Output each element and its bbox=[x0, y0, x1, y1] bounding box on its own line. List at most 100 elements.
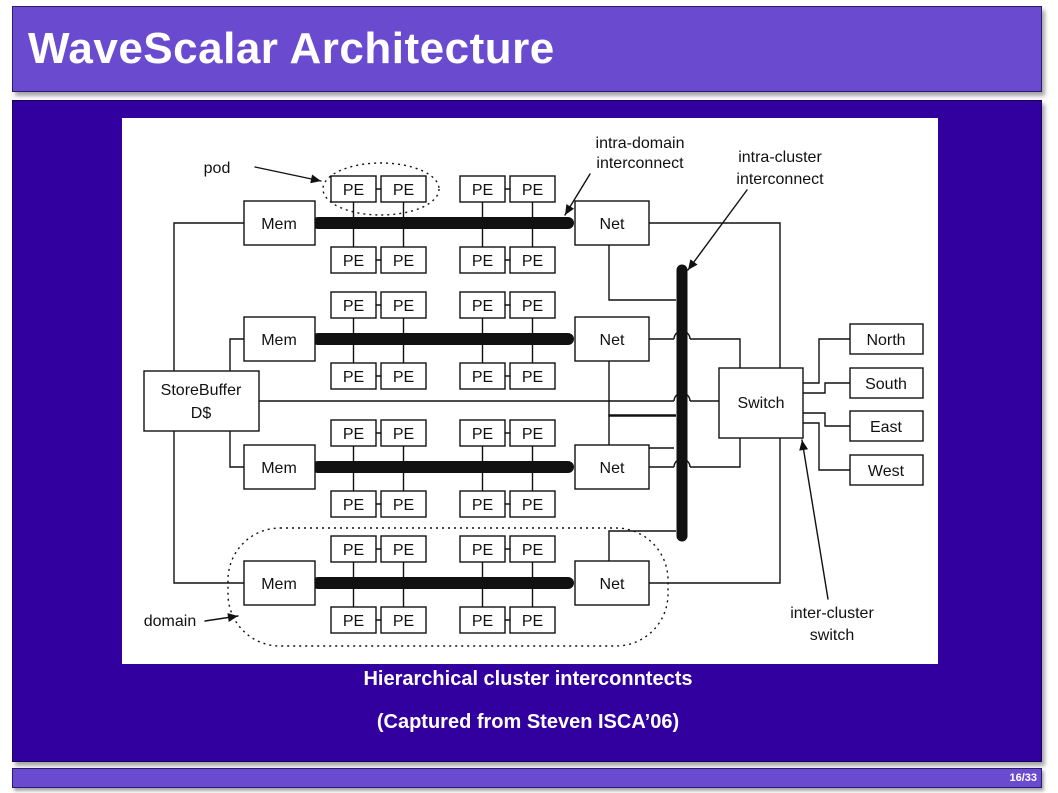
pe-label: PE bbox=[472, 298, 493, 315]
direction-label-north: North bbox=[866, 332, 905, 349]
pe-label: PE bbox=[522, 542, 543, 559]
pe-label: PE bbox=[522, 497, 543, 514]
switch-box bbox=[718, 367, 804, 439]
pe-label: PE bbox=[393, 426, 414, 443]
pe-label: PE bbox=[522, 613, 543, 630]
switch-label: Switch bbox=[737, 395, 784, 412]
pod-annotation: pod bbox=[204, 160, 231, 177]
pe-label: PE bbox=[522, 253, 543, 270]
pe-label: PE bbox=[343, 298, 364, 315]
net-box bbox=[574, 444, 650, 490]
net-spine-link bbox=[608, 361, 676, 417]
pe-label: PE bbox=[393, 182, 414, 199]
mem-box bbox=[243, 200, 316, 246]
net-label: Net bbox=[600, 576, 625, 593]
net-box bbox=[574, 560, 650, 606]
caption-title: Hierarchical cluster interconntects bbox=[363, 668, 693, 690]
net-switch-link bbox=[690, 438, 741, 468]
pe-label: PE bbox=[343, 426, 364, 443]
title-bar: WaveScalar Architecture bbox=[12, 6, 1042, 92]
inter-cluster-annotation-2: switch bbox=[810, 627, 854, 644]
slide-title: WaveScalar Architecture bbox=[28, 24, 555, 73]
direction-label-south: South bbox=[865, 376, 907, 393]
switch-west-link bbox=[803, 422, 850, 471]
caption-source: (Captured from Steven ISCA’06) bbox=[376, 711, 680, 733]
pe-label: PE bbox=[393, 298, 414, 315]
inter-cluster-arrow bbox=[801, 439, 829, 600]
domain-annotation: domain bbox=[144, 613, 196, 630]
net-box bbox=[574, 316, 650, 362]
pe-box bbox=[380, 246, 427, 274]
storebuffer-label-2: D$ bbox=[191, 405, 212, 422]
domain-arrow-head bbox=[227, 613, 238, 622]
net-box bbox=[574, 200, 650, 246]
sb-mem4-link bbox=[173, 431, 244, 584]
pe-label: PE bbox=[343, 497, 364, 514]
pe-label: PE bbox=[472, 253, 493, 270]
pe-label: PE bbox=[393, 542, 414, 559]
domain-outline bbox=[227, 527, 669, 647]
pe-label: PE bbox=[522, 182, 543, 199]
direction-label-east: East bbox=[870, 419, 903, 436]
pe-box bbox=[330, 291, 377, 319]
inter-cluster-annotation: inter-cluster bbox=[790, 605, 874, 622]
pe-box bbox=[330, 419, 377, 447]
pod-arrow bbox=[254, 166, 322, 182]
pe-label: PE bbox=[393, 497, 414, 514]
wire-hop bbox=[673, 392, 691, 402]
direction-label-west: West bbox=[868, 463, 905, 480]
storebuffer-box bbox=[143, 370, 260, 432]
pod-arrow-head bbox=[310, 174, 321, 184]
pe-label: PE bbox=[343, 253, 364, 270]
pe-label: PE bbox=[343, 369, 364, 386]
pod-outline bbox=[322, 162, 440, 216]
sb-mem1-link bbox=[173, 222, 244, 371]
page-number: 16/33 bbox=[1009, 772, 1037, 784]
intra-domain-annotation-2: interconnect bbox=[596, 155, 684, 172]
pe-label: PE bbox=[393, 253, 414, 270]
pe-label: PE bbox=[343, 542, 364, 559]
net-label: Net bbox=[600, 460, 625, 477]
net4-switch-link bbox=[649, 438, 781, 584]
pe-box bbox=[509, 535, 556, 563]
pe-box bbox=[509, 362, 556, 390]
net-label: Net bbox=[600, 216, 625, 233]
sb-mem2-link bbox=[229, 338, 244, 371]
wire-hop bbox=[673, 330, 691, 340]
pe-label: PE bbox=[522, 426, 543, 443]
pe-label: PE bbox=[472, 369, 493, 386]
wire-hop bbox=[673, 458, 691, 468]
storebuffer-label: StoreBuffer bbox=[161, 382, 242, 399]
mem-label: Mem bbox=[261, 460, 297, 477]
pe-box bbox=[459, 419, 506, 447]
pe-label: PE bbox=[472, 497, 493, 514]
net-spine-link bbox=[608, 530, 676, 561]
net-switch-link bbox=[690, 338, 741, 368]
net-spine-link bbox=[608, 414, 676, 445]
mem-label: Mem bbox=[261, 216, 297, 233]
switch-east-link bbox=[803, 412, 850, 427]
pe-box bbox=[330, 362, 377, 390]
net-label: Net bbox=[600, 332, 625, 349]
mem-label: Mem bbox=[261, 332, 297, 349]
pe-box bbox=[459, 175, 506, 203]
pe-box bbox=[330, 246, 377, 274]
pe-label: PE bbox=[393, 369, 414, 386]
switch-south-link bbox=[803, 382, 850, 394]
intra-cluster-annotation-2: interconnect bbox=[736, 171, 824, 188]
pe-box bbox=[509, 246, 556, 274]
direction-box bbox=[849, 367, 924, 399]
pe-label: PE bbox=[522, 369, 543, 386]
sb-mem3-link bbox=[229, 431, 244, 468]
inter-cluster-arrow-head bbox=[799, 440, 809, 451]
intra-domain-annotation: intra-domain bbox=[596, 135, 685, 152]
pe-label: PE bbox=[522, 298, 543, 315]
pe-box bbox=[380, 535, 427, 563]
pe-box bbox=[509, 175, 556, 203]
direction-box bbox=[849, 410, 924, 442]
intra-cluster-arrow bbox=[687, 189, 748, 271]
mem-box bbox=[243, 316, 316, 362]
pe-box bbox=[330, 606, 377, 634]
